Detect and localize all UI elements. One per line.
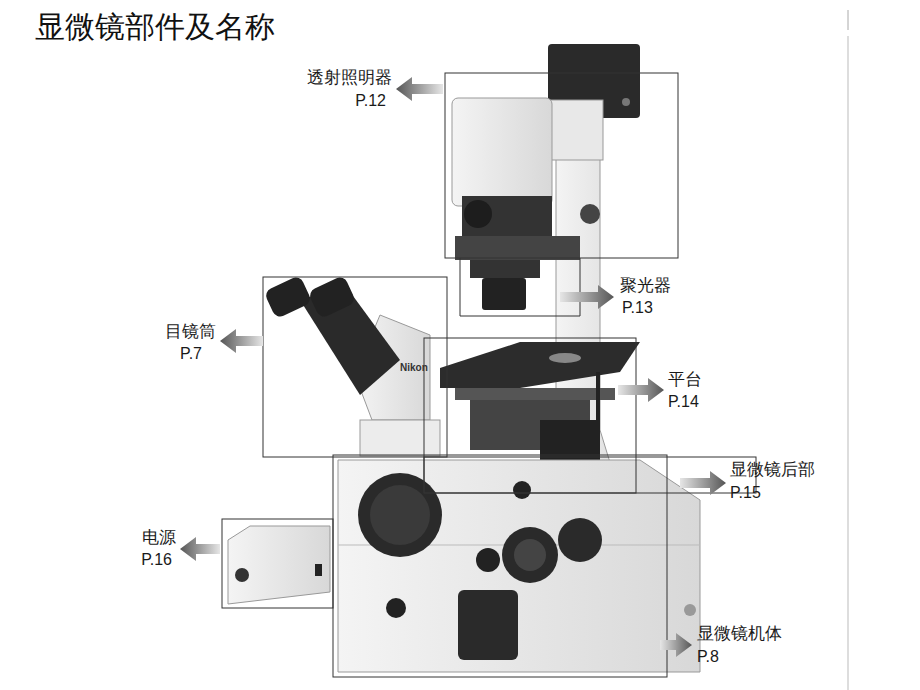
margin-tick (848, 10, 849, 30)
page-title: 显微镜部件及名称 (35, 10, 275, 45)
margin-rule (848, 36, 849, 690)
part-name: 聚光器 (620, 276, 671, 296)
page-ref: P.14 (668, 393, 699, 411)
page-ref: P.12 (355, 92, 386, 110)
part-name: 透射照明器 (307, 68, 392, 88)
eyepiece-tube (264, 275, 440, 456)
lamp-housing (545, 44, 640, 160)
condenser (470, 260, 540, 310)
part-name: 目镜筒 (165, 322, 216, 342)
part-name: 显微镜机体 (697, 624, 782, 644)
brand-mark: Nikon (400, 362, 428, 374)
page-ref: P.7 (180, 345, 202, 363)
page-ref: P.8 (697, 648, 719, 666)
illuminator (452, 98, 600, 260)
microscope-body (338, 460, 700, 672)
part-name: 平台 (668, 370, 702, 390)
callout-arrow (180, 77, 726, 657)
part-name: 显微镜后部 (730, 460, 815, 480)
page-ref: P.16 (141, 551, 172, 569)
power-supply (228, 526, 330, 604)
callout-frame (222, 73, 756, 677)
page-ref: P.15 (730, 484, 761, 502)
page-ref: P.13 (622, 299, 653, 317)
part-name: 电源 (142, 528, 176, 548)
